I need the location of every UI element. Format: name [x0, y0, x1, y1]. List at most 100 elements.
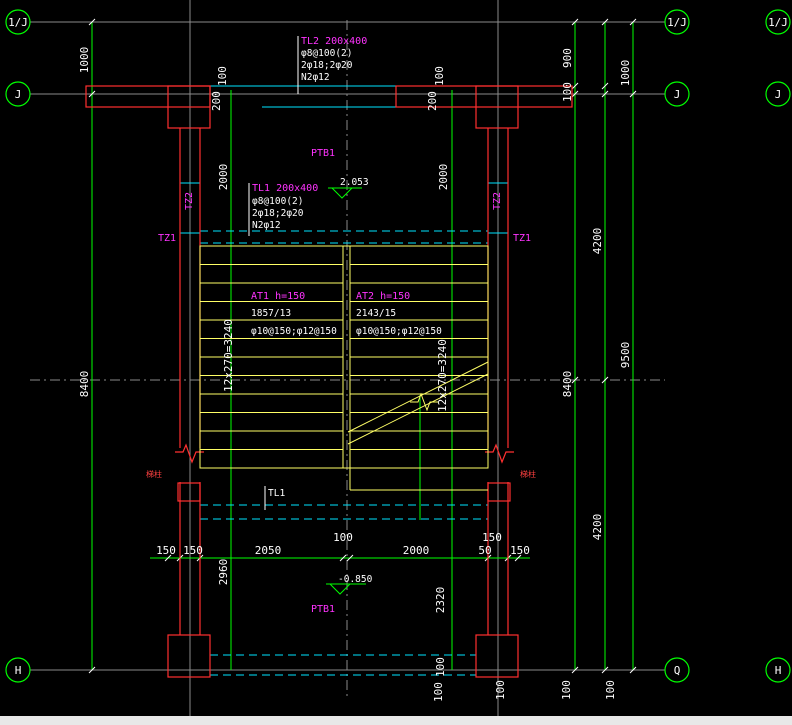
dim-tick	[88, 18, 96, 26]
dim-right-100: 100	[561, 82, 574, 102]
column-h-right	[475, 634, 519, 678]
dim-bottom-100-a: 100	[434, 657, 447, 677]
tl2-size: TL2 200x400	[301, 36, 367, 47]
grid-bubble-labels: 1/J J H 1/J J Q 1/J J H	[8, 16, 788, 677]
bubble-right-q	[664, 657, 690, 683]
leader-lines	[248, 36, 299, 510]
dim-right-8400: 8400	[561, 371, 574, 398]
dim-h-150-b: 150	[183, 544, 203, 557]
cut-line-a	[347, 361, 489, 433]
grid-bubbles	[5, 9, 791, 683]
dim-tick	[339, 554, 347, 562]
tl2-stirrup: φ8@100(2)	[301, 48, 352, 59]
footer-bar	[0, 716, 792, 725]
at1-rebar: φ10@150;φ12@150	[251, 326, 337, 337]
dim-h-150-a: 150	[156, 544, 176, 557]
dim-tick	[571, 82, 579, 90]
ptb1-top: PTB1	[311, 148, 335, 159]
tl1-stirrup: φ8@100(2)	[252, 196, 303, 207]
tl1-lower-label: TL1	[268, 488, 285, 499]
dim-tick	[571, 18, 579, 26]
dim-bottom-100-c: 100	[494, 680, 507, 700]
dim-200-left: 200	[210, 91, 223, 111]
dim-2960: 2960	[217, 559, 230, 586]
dim-tick	[601, 666, 609, 674]
dim-right-900: 900	[561, 48, 574, 68]
beams	[179, 85, 509, 676]
elevation-markers	[326, 187, 366, 595]
axis-label-far-h: H	[775, 664, 782, 677]
at2-rebar: φ10@150;φ12@150	[356, 326, 442, 337]
bubble-left-j	[5, 81, 31, 107]
dim-bottom-100-e: 100	[604, 680, 617, 700]
bubble-left-h	[5, 657, 31, 683]
dim-tick	[88, 90, 96, 98]
elev-top: 2.053	[340, 177, 369, 188]
dim-2320: 2320	[434, 587, 447, 614]
dim-tick	[571, 376, 579, 384]
bubble-right-1j	[664, 9, 690, 35]
cut-line-b	[347, 373, 489, 445]
dim-h-100: 100	[333, 531, 353, 544]
note-left: 梯柱	[146, 469, 162, 479]
dim-tick	[629, 18, 637, 26]
tl1-bars: 2φ18;2φ20	[252, 208, 304, 219]
dim-2000-left: 2000	[217, 164, 230, 191]
run-left: 12x270=3240	[222, 319, 235, 392]
axis-label-left-h: H	[15, 664, 22, 677]
bubble-far-1j	[765, 9, 791, 35]
tz2-right: TZ2	[492, 192, 503, 210]
wall-j-right	[395, 85, 573, 108]
bubble-far-j	[765, 81, 791, 107]
run-right: 12x270=3240	[436, 339, 449, 412]
dim-right-1000: 1000	[619, 60, 632, 87]
elev-bottom: -0.850	[338, 574, 373, 585]
at1-name: AT1 h=150	[251, 291, 305, 302]
stair-treads	[200, 264, 488, 469]
tl2-bars: 2φ18;2φ20	[301, 60, 353, 71]
dim-tick	[514, 554, 522, 562]
dim-tick	[601, 90, 609, 98]
column-j-left	[167, 85, 211, 129]
dim-left-total: 8400	[78, 371, 91, 398]
dim-h-50: 50	[478, 544, 491, 557]
dim-h-2050: 2050	[255, 544, 282, 557]
tl1-waist: N2φ12	[252, 220, 281, 231]
tl1-size: TL1 200x400	[252, 183, 318, 194]
at2-name: AT2 h=150	[356, 291, 410, 302]
at1-steps: 1857/13	[251, 308, 291, 319]
column-j-right	[475, 85, 519, 129]
dim-tick	[571, 90, 579, 98]
dim-right-9500: 9500	[619, 342, 632, 369]
tz1-left-low	[177, 482, 201, 502]
wall-j-left	[85, 85, 211, 108]
axis-label-far-j: J	[775, 88, 782, 101]
dim-tick	[601, 82, 609, 90]
dim-tick	[629, 90, 637, 98]
note-right: 梯柱	[520, 469, 536, 479]
dim-tick	[88, 666, 96, 674]
bubble-left-1j	[5, 9, 31, 35]
axis-label-left-1j: 1/J	[8, 16, 28, 29]
dim-2000-right: 2000	[437, 164, 450, 191]
at2-steps: 2143/15	[356, 308, 396, 319]
dim-right-4200-bottom: 4200	[591, 514, 604, 541]
axis-label-right-1j: 1/J	[667, 16, 687, 29]
dim-bottom-100-d: 100	[560, 680, 573, 700]
elev-bottom-triangle	[329, 583, 351, 595]
axis-label-right-q: Q	[674, 664, 681, 677]
dim-h-150-c: 150	[510, 544, 530, 557]
dim-h-2000: 2000	[403, 544, 430, 557]
bubble-far-h	[765, 657, 791, 683]
elev-top-triangle	[331, 187, 353, 199]
tz2-left: TZ2	[184, 192, 195, 210]
dimension-texts: 1000 8400 900 100 4200 8400 1000 9500 42…	[78, 47, 632, 702]
columns	[85, 85, 573, 678]
ptb1-bottom: PTB1	[311, 604, 335, 615]
tl2-waist: N2φ12	[301, 72, 330, 83]
dim-bottom-100-b: 100	[432, 682, 445, 702]
axis-label-far-1j: 1/J	[768, 16, 788, 29]
dim-top-100-right: 100	[433, 66, 446, 86]
dim-tick	[346, 554, 354, 562]
